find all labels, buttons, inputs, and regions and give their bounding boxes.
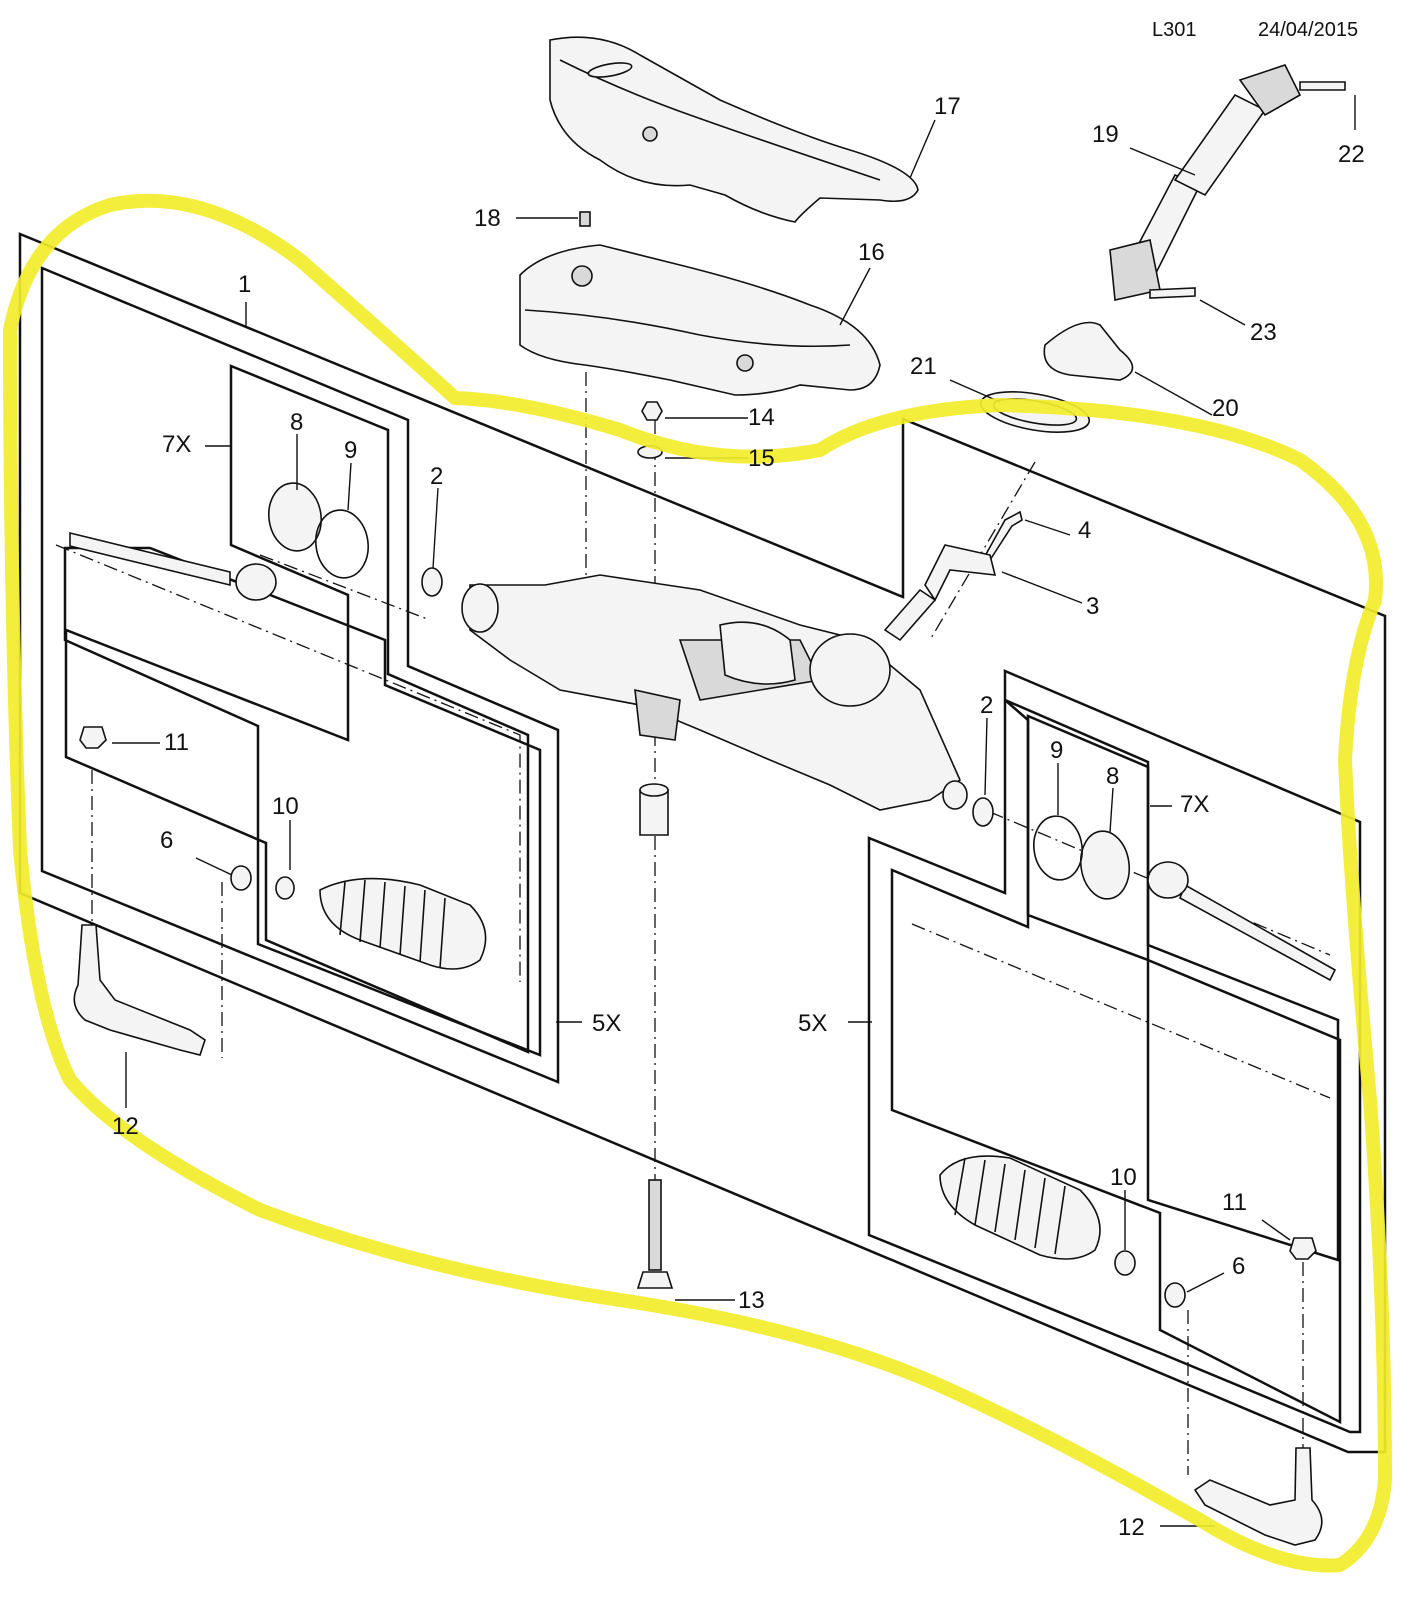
right-kit-7x-frame <box>1004 698 1340 1262</box>
callout-8-left: 8 <box>290 409 303 436</box>
left-kit-7x-frame <box>64 364 530 1054</box>
clamp-8-left <box>268 482 322 552</box>
callout-12-right: 12 <box>1118 1514 1145 1541</box>
inner-tie-rod-left-ball <box>235 563 277 601</box>
highlight-marker-outline <box>3 193 1392 1573</box>
lock-washer-2-left <box>421 567 443 597</box>
bolt-13-shank <box>648 1179 662 1271</box>
mount-bracket <box>634 688 681 741</box>
boot-5-right-folds <box>954 1157 1066 1255</box>
bolt-18 <box>579 211 591 227</box>
heat-shield-upper-hole <box>642 126 658 142</box>
column-boot-20 <box>1043 321 1134 381</box>
callout-6-left: 6 <box>160 827 173 854</box>
heat-shield-upper <box>549 36 919 223</box>
callout-8-right: 8 <box>1106 763 1119 790</box>
callout-7x-left: 7X <box>162 431 191 458</box>
right-axis-line <box>911 923 1331 1099</box>
callout-12-left: 12 <box>112 1113 139 1140</box>
ring-9-right <box>1033 815 1083 881</box>
bracket-3 <box>924 544 997 602</box>
callout-16: 16 <box>858 239 885 266</box>
column-axis <box>929 461 1036 641</box>
ring-9-left <box>315 509 369 579</box>
left-kit-5x-frame <box>40 266 560 1084</box>
callout-19: 19 <box>1092 121 1119 148</box>
bolt-23 <box>1149 287 1196 299</box>
pinion-housing <box>809 633 891 707</box>
diagram-code: L301 <box>1152 19 1197 41</box>
callout-17: 17 <box>934 93 961 120</box>
callout-15: 15 <box>748 445 775 472</box>
steering-rack-end-right <box>942 780 968 810</box>
callout-22: 22 <box>1338 141 1365 168</box>
left-axis-line <box>55 544 521 982</box>
nut-6-right <box>1164 1282 1186 1308</box>
callout-18: 18 <box>474 205 501 232</box>
callout-11-left: 11 <box>164 729 189 756</box>
callout-14: 14 <box>748 404 775 431</box>
nut-6-left <box>230 865 252 891</box>
right-kit-5x-frame <box>867 669 1362 1434</box>
callout-5x-left: 5X <box>592 1010 621 1037</box>
callout-2-left: 2 <box>430 463 443 490</box>
mount-bushing-top <box>639 783 669 797</box>
heat-shield-lower-hole <box>571 265 593 287</box>
clip-10-left <box>275 876 295 900</box>
left-rack-axis-line <box>259 554 431 621</box>
inner-tie-rod-left <box>69 531 231 587</box>
callout-6-right: 6 <box>1232 1253 1245 1280</box>
clip-10-right <box>1114 1250 1136 1276</box>
steering-rack-end-left <box>461 583 499 633</box>
pinion-shaft <box>883 588 937 642</box>
boot-5-left-folds <box>339 879 446 969</box>
callout-10-left: 10 <box>272 793 299 820</box>
callout-4: 4 <box>1078 517 1091 544</box>
right-kit-5x-inner-frame <box>890 714 1342 1425</box>
heat-shield-upper-rib <box>559 59 881 181</box>
callout-9-right: 9 <box>1050 737 1063 764</box>
callout-21: 21 <box>910 353 937 380</box>
callout-9-left: 9 <box>344 437 357 464</box>
intermediate-shaft-19-upper <box>1173 93 1267 197</box>
bolt-13-head <box>636 1271 674 1289</box>
callout-20: 20 <box>1212 395 1239 422</box>
clamp-8-right <box>1079 830 1131 900</box>
nut-11-left <box>79 726 107 749</box>
callout-13: 13 <box>738 1287 765 1314</box>
callout-1: 1 <box>238 271 251 298</box>
callout-5x-right: 5X <box>798 1010 827 1037</box>
lock-washer-2-right <box>972 797 994 827</box>
heat-shield-lower-hole-2 <box>736 354 754 372</box>
nut-11-right <box>1289 1237 1317 1260</box>
heat-shield-lower-rib <box>524 309 851 348</box>
tie-rod-end-12-left <box>73 924 206 1056</box>
callout-10-right: 10 <box>1110 1164 1137 1191</box>
bolt-22 <box>1299 81 1346 91</box>
callout-leaders <box>112 95 1356 1527</box>
callout-3: 3 <box>1086 593 1099 620</box>
tie-rod-end-12-right <box>1193 1447 1323 1546</box>
callout-23: 23 <box>1250 319 1277 346</box>
nut-14 <box>641 401 663 421</box>
heat-shield-lower <box>519 244 881 396</box>
u-joint-upper <box>1238 64 1302 117</box>
steering-rack-motor <box>719 621 796 685</box>
callout-2-right: 2 <box>980 692 993 719</box>
callout-11-right: 11 <box>1222 1189 1247 1216</box>
main-assembly-frame <box>18 232 1387 1454</box>
callout-7x-right: 7X <box>1180 791 1209 818</box>
inner-tie-rod-right-ball <box>1147 861 1189 899</box>
heat-shield-upper-slot <box>587 62 633 78</box>
bolt-4 <box>983 510 1023 562</box>
diagram-date: 24/04/2015 <box>1258 19 1358 41</box>
